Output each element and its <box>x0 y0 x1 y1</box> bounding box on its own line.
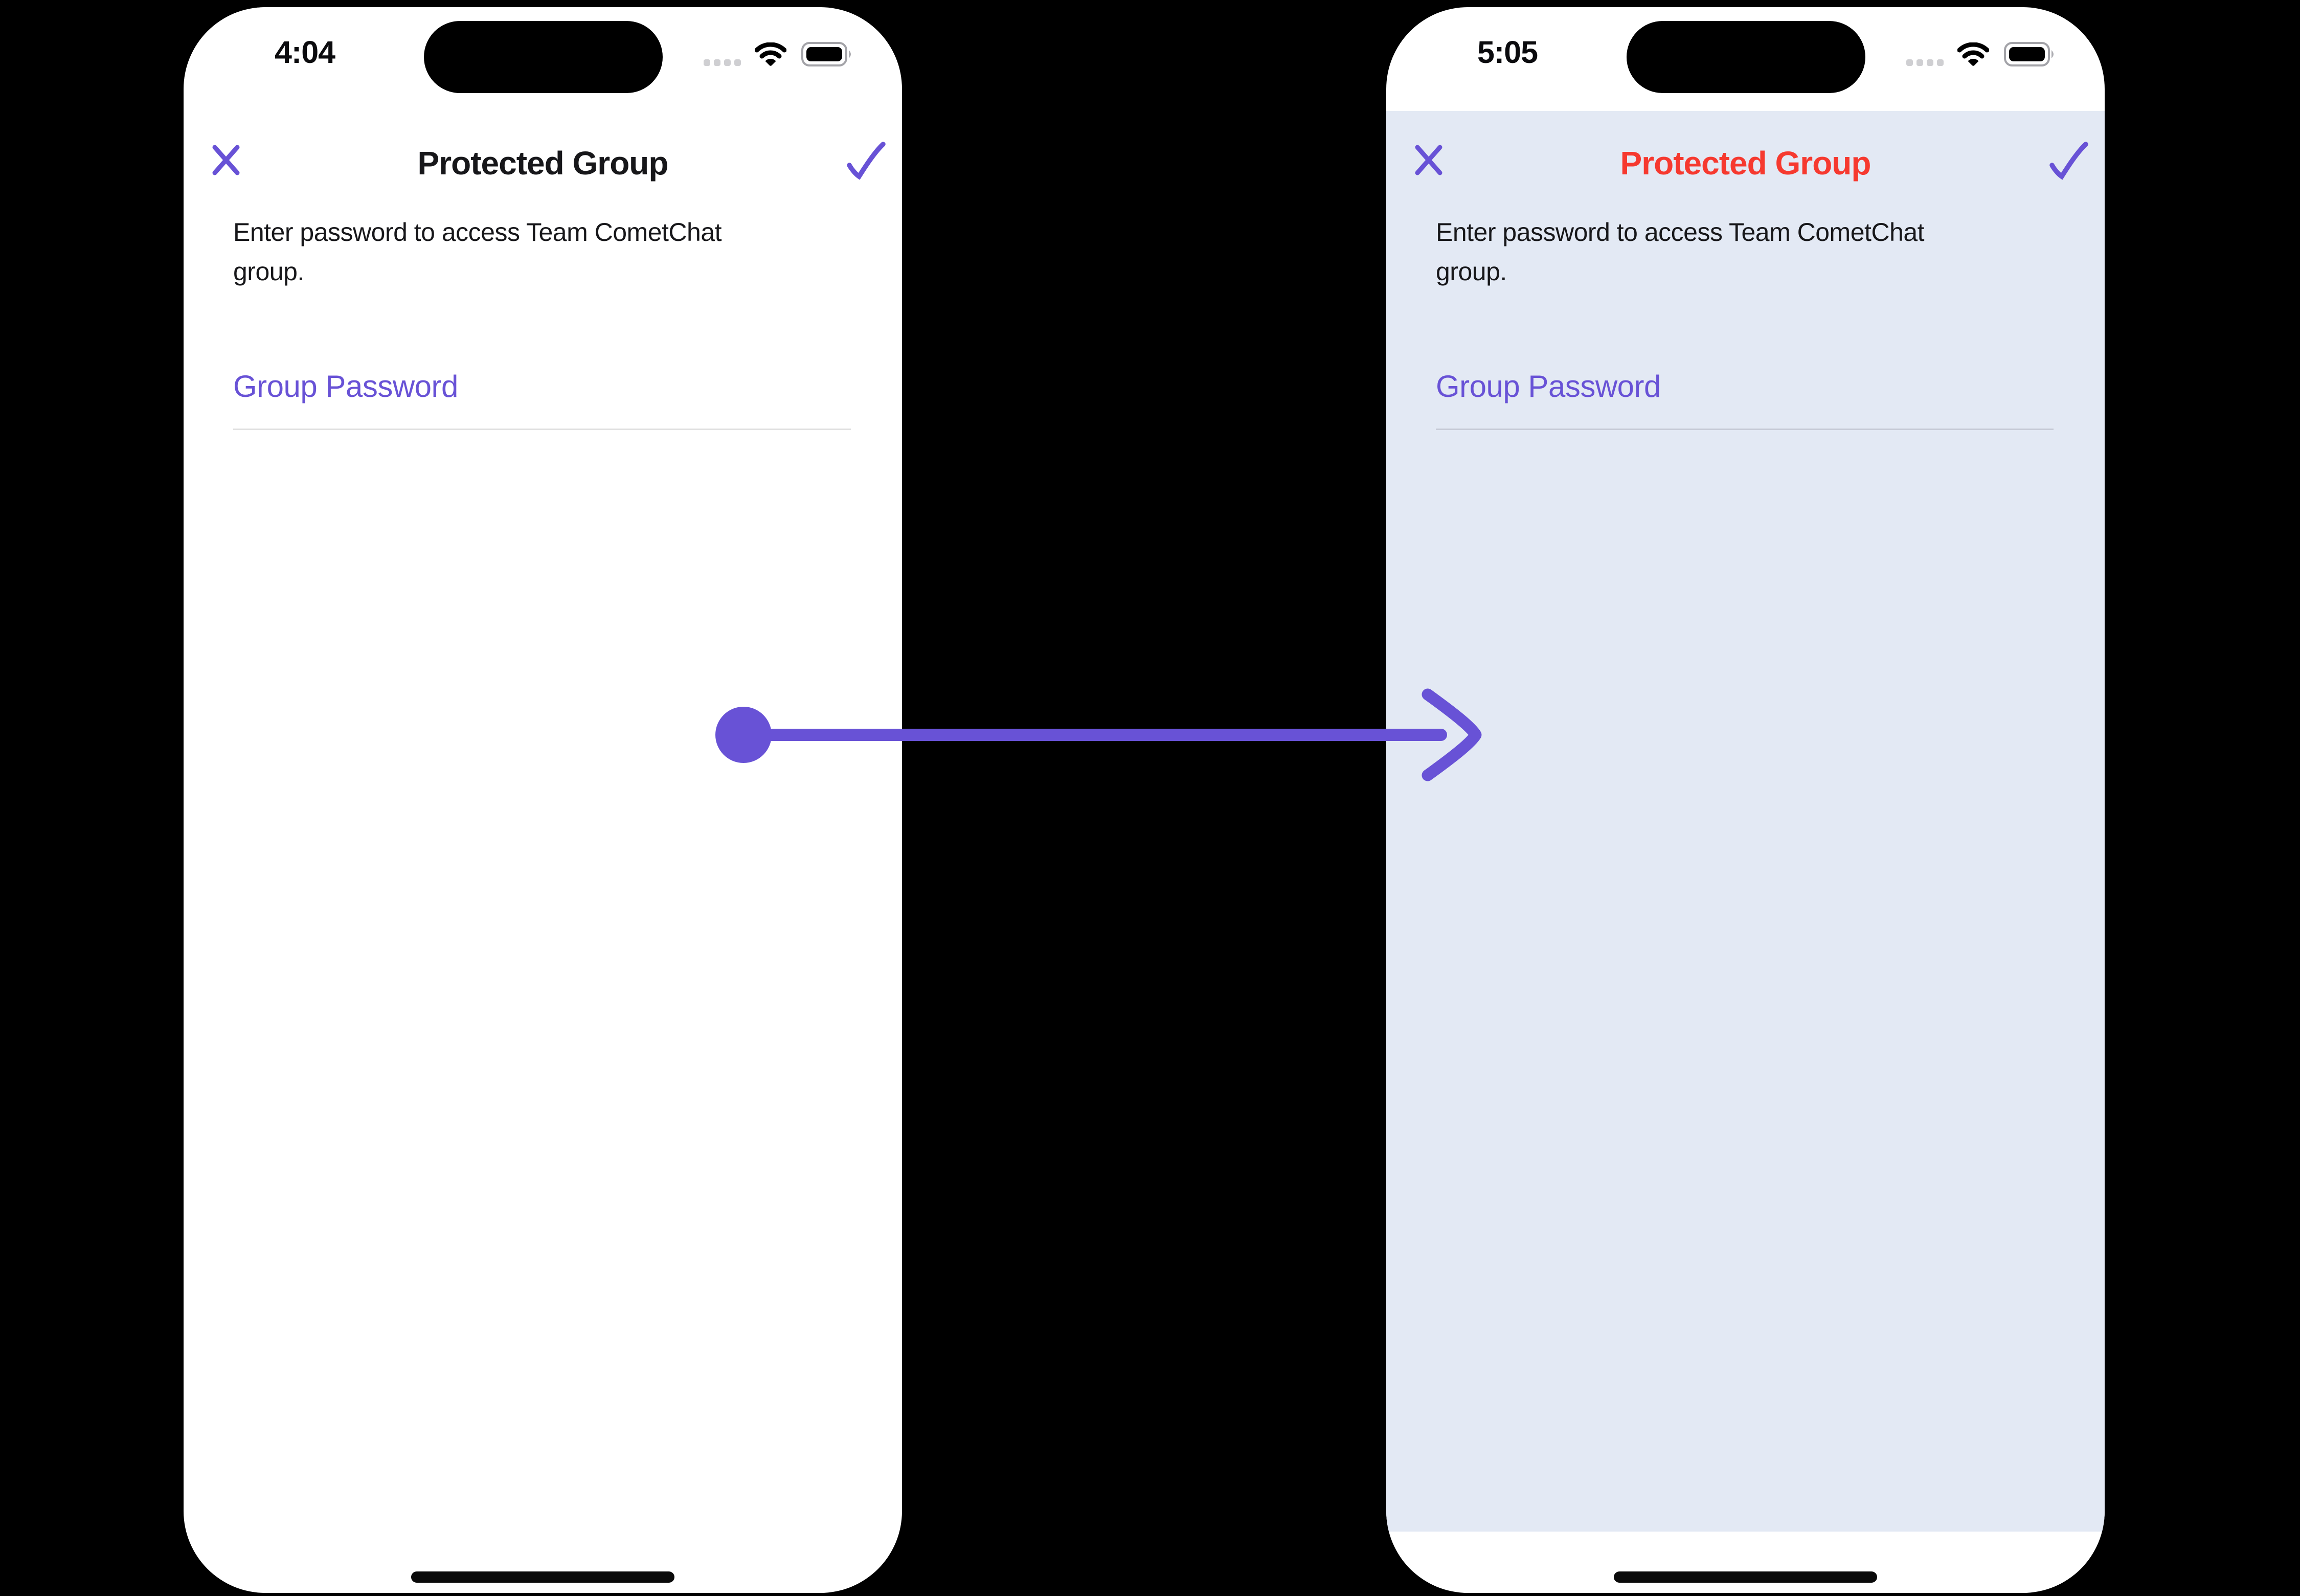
group-password-input[interactable]: Group Password <box>1436 365 2054 432</box>
page-title: Protected Group <box>1620 145 1871 182</box>
x-icon <box>212 145 240 175</box>
group-password-placeholder: Group Password <box>1436 369 1661 403</box>
confirm-button[interactable] <box>846 140 887 183</box>
wifi-icon <box>1957 42 1989 66</box>
status-icons <box>704 41 855 66</box>
cellular-signal-icon <box>704 59 741 66</box>
home-indicator[interactable] <box>1613 1571 1877 1583</box>
iphone-mockup-light: 4:04 Protected Group Enter passw <box>184 7 902 1593</box>
group-description: Enter password to access Team CometChat … <box>233 218 722 286</box>
close-button[interactable] <box>1414 143 1443 177</box>
group-password-input[interactable]: Group Password <box>233 365 851 432</box>
field-underline <box>1436 429 2054 430</box>
battery-icon <box>801 42 851 66</box>
page-title: Protected Group <box>417 145 669 182</box>
cellular-signal-icon <box>1906 59 1944 66</box>
status-time: 4:04 <box>274 35 335 70</box>
dynamic-island <box>1626 21 1865 93</box>
iphone-mockup-themed: 5:05 Protected Group Enter passw <box>1386 7 2105 1593</box>
status-icons <box>1906 41 2058 66</box>
group-description: Enter password to access Team CometChat … <box>1436 218 1925 286</box>
check-icon <box>2049 142 2088 180</box>
close-button[interactable] <box>212 143 240 177</box>
wifi-icon <box>755 42 786 66</box>
transition-arrow <box>715 688 1482 781</box>
x-icon <box>1415 145 1442 175</box>
confirm-button[interactable] <box>2048 140 2089 183</box>
home-indicator[interactable] <box>411 1571 674 1583</box>
field-underline <box>233 429 851 430</box>
status-time: 5:05 <box>1477 35 1538 70</box>
battery-icon <box>2004 42 2054 66</box>
dynamic-island <box>423 21 663 93</box>
arrow-head <box>1422 688 1482 781</box>
group-password-placeholder: Group Password <box>233 369 458 403</box>
check-icon <box>847 142 886 180</box>
themed-screen-background <box>1386 111 2105 1532</box>
